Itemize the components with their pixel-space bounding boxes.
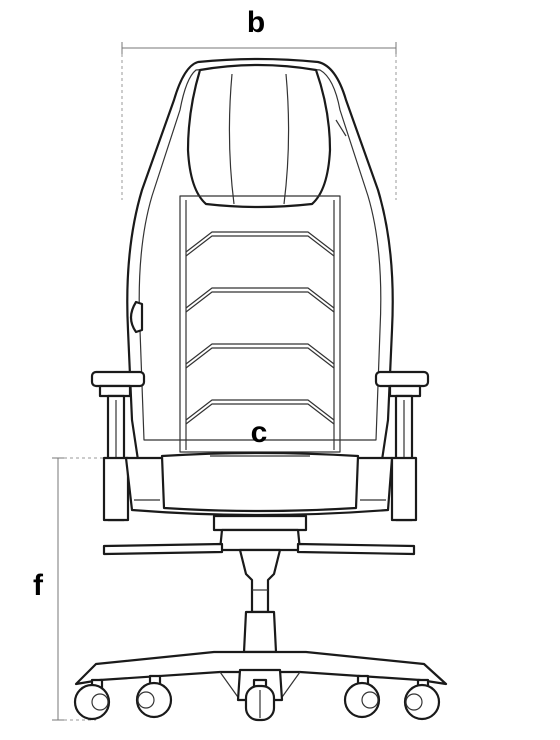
label-f: f <box>33 569 44 602</box>
armrest-right <box>374 370 430 522</box>
caster-wheels <box>73 674 441 722</box>
backrest-center-panel <box>179 195 341 453</box>
recline-knob <box>129 300 144 334</box>
caster-5 <box>403 678 441 721</box>
caster-2 <box>135 674 173 719</box>
five-star-base <box>74 650 448 686</box>
seat-mechanism <box>212 514 308 532</box>
backrest-chevrons <box>185 231 335 425</box>
label-c: c <box>251 416 268 449</box>
gas-cylinder <box>238 548 282 614</box>
gaming-chair-front-view <box>73 57 448 722</box>
headrest-pillow <box>186 63 332 209</box>
dimension-b: b <box>121 6 397 200</box>
tilt-lever-left <box>102 542 224 556</box>
caster-1 <box>73 678 111 721</box>
caster-4 <box>343 674 381 719</box>
caster-3 <box>244 678 276 722</box>
label-b: b <box>247 6 265 39</box>
backrest-shell <box>126 57 394 462</box>
armrest-left <box>90 370 146 522</box>
tilt-lever-right <box>296 542 416 556</box>
